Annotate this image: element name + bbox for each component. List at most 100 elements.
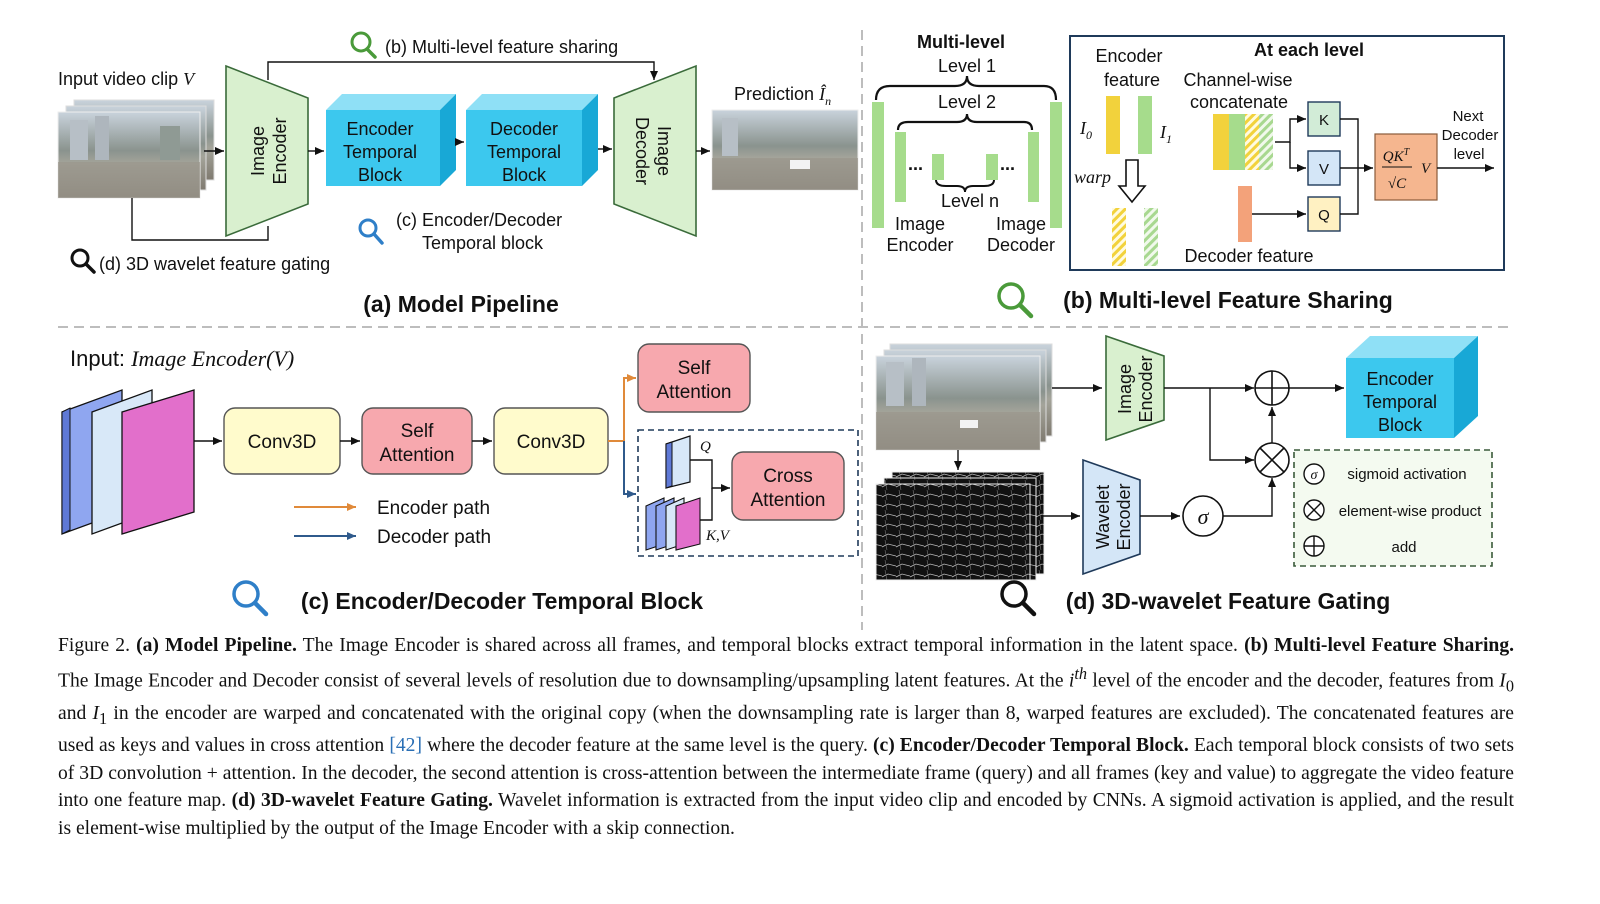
arrow-concat-to-k bbox=[1275, 115, 1306, 143]
next-decoder-label-2: Decoder bbox=[1442, 127, 1499, 144]
k-label: K bbox=[1319, 112, 1329, 129]
self-attention-label-2b: Attention bbox=[657, 382, 732, 403]
magnifier-icon bbox=[232, 580, 269, 617]
self-attention-label-1: Self bbox=[401, 421, 434, 442]
arrow-q-to-attn bbox=[1340, 168, 1359, 215]
kv-input-label: K,V bbox=[705, 528, 731, 544]
caption-i0: I bbox=[1499, 670, 1506, 692]
caption-d-text: Wavelet information is extracted from th… bbox=[58, 790, 1514, 839]
product-node bbox=[1254, 442, 1290, 478]
legend-sigmoid-label: sigmoid activation bbox=[1347, 466, 1466, 483]
panel-b-multilevel-sharing: Multi-level Level 1 Level 2 ... ... Leve… bbox=[872, 32, 1505, 319]
image-decoder-shape bbox=[613, 64, 697, 238]
level-n-label: Level n bbox=[941, 191, 999, 211]
cross-attention-box bbox=[731, 451, 845, 521]
b-image-decoder-label: Image bbox=[996, 214, 1046, 234]
feature-stack-input bbox=[61, 389, 195, 535]
panel-c-temporal-block: Input: Image Encoder(V) Conv3D Self Atte… bbox=[61, 343, 859, 617]
wavelet-encoder-label: WaveletEncoder bbox=[1093, 483, 1134, 550]
arrow-q-to-cross bbox=[690, 459, 730, 492]
warped-i0-bar bbox=[1112, 208, 1126, 266]
svg-text:Temporal: Temporal bbox=[487, 142, 561, 162]
caption-b-text-1: The Image Encoder and Decoder consist of… bbox=[58, 670, 1069, 692]
caption-i1: I bbox=[92, 702, 100, 724]
panel-c-title: (c) Encoder/Decoder Temporal Block bbox=[301, 588, 703, 614]
warp-arrow bbox=[1117, 159, 1147, 204]
q-label: Q bbox=[1318, 207, 1330, 224]
encoder-level-1-bar bbox=[872, 102, 884, 228]
svg-text:Block: Block bbox=[502, 165, 547, 185]
legend-encoder-path-label: Encoder path bbox=[377, 498, 490, 519]
panel-a-title: (a) Model Pipeline bbox=[363, 291, 559, 317]
decoder-level-2-bar bbox=[1028, 132, 1039, 202]
v-label: V bbox=[1319, 161, 1329, 178]
caption-b-title: (b) Multi-level Feature Sharing. bbox=[1244, 635, 1515, 656]
next-decoder-label: Next bbox=[1453, 108, 1485, 125]
caption-a-title: (a) Model Pipeline. bbox=[136, 635, 297, 656]
multilevel-title: Multi-level bbox=[917, 32, 1005, 52]
caption-b-text-2: level of the encoder and the decoder, fe… bbox=[1087, 670, 1500, 692]
legend-add-label: add bbox=[1391, 539, 1416, 556]
svg-text:Encoder: Encoder bbox=[346, 119, 413, 139]
level-n-brace bbox=[935, 179, 995, 193]
at-each-level-title: At each level bbox=[1254, 40, 1364, 60]
i1-feature-bar bbox=[1138, 96, 1152, 154]
k-box bbox=[1307, 101, 1341, 137]
legend-product-label: element-wise product bbox=[1339, 503, 1482, 520]
callout-multilevel-sharing: (b) Multi-level feature sharing bbox=[385, 37, 618, 57]
caption-ith: i bbox=[1068, 670, 1075, 692]
citation-link[interactable]: [42] bbox=[389, 735, 422, 757]
svg-text:Decoder: Decoder bbox=[490, 119, 558, 139]
caption-d-title: (d) 3D-wavelet Feature Gating. bbox=[231, 790, 493, 812]
panel-d-title: (d) 3D-wavelet Feature Gating bbox=[1066, 588, 1391, 614]
arrow-sigma-to-product bbox=[1223, 478, 1276, 517]
b-image-encoder-label: Image bbox=[895, 214, 945, 234]
prediction-label: Prediction În bbox=[734, 83, 831, 108]
svg-text:Block: Block bbox=[358, 165, 403, 185]
arrow-encoder-to-product bbox=[1209, 388, 1254, 464]
decoder-feature-bar bbox=[1238, 186, 1252, 242]
caption-i1-sub: 1 bbox=[99, 708, 108, 728]
self-attention-label-2: Self bbox=[678, 358, 711, 379]
encoder-feature-label: Encoder bbox=[1095, 46, 1162, 66]
level-2-label: Level 2 bbox=[938, 92, 996, 112]
caption-a-text: The Image Encoder is shared across all f… bbox=[296, 635, 1245, 656]
arrow-concat-to-v bbox=[1289, 142, 1306, 172]
legend-decoder-path-label: Decoder path bbox=[377, 527, 491, 548]
panel-d-wavelet-gating: ImageEncoder WaveletEncoder σ E bbox=[875, 334, 1493, 617]
sigma-label: σ bbox=[1198, 504, 1210, 529]
magnifier-icon bbox=[358, 218, 384, 245]
wavelet-encoder-shape bbox=[1082, 458, 1141, 576]
d-wavelet-frames bbox=[875, 471, 1045, 581]
cross-attention-label-b: Attention bbox=[751, 490, 826, 511]
cross-attention-label: Cross bbox=[763, 466, 813, 487]
callout-temporal-block: (c) Encoder/Decoder bbox=[396, 210, 562, 230]
level-2-brace bbox=[896, 113, 1034, 131]
svg-text:Block: Block bbox=[1378, 415, 1423, 435]
legend-sigma-icon bbox=[1303, 463, 1325, 485]
magnifier-icon bbox=[350, 31, 377, 59]
caption-figure-label: Figure 2. bbox=[58, 635, 130, 656]
caption-and: and bbox=[58, 702, 93, 724]
encoder-level-n-bar bbox=[932, 154, 944, 180]
i1-label: I1 bbox=[1159, 122, 1172, 146]
arrow-wavelet-gating bbox=[131, 198, 269, 241]
at-each-level-box bbox=[1069, 35, 1505, 271]
panel-c-input-label: Input: Image Encoder(V) bbox=[70, 346, 294, 371]
self-attention-box-2 bbox=[637, 343, 751, 413]
decoder-path-arrow bbox=[623, 441, 636, 498]
d-image-encoder-shape bbox=[1105, 334, 1165, 442]
attention-formula-num: QKT bbox=[1383, 147, 1411, 165]
q-box bbox=[1307, 196, 1341, 232]
caption-ith-sup: th bbox=[1074, 663, 1088, 683]
input-video-label: Input video clip V bbox=[58, 69, 196, 89]
decoder-level-n-bar bbox=[986, 154, 998, 180]
channel-wise-label-2: concatenate bbox=[1190, 92, 1288, 112]
warped-i1-bar bbox=[1144, 208, 1158, 266]
q-input-label: Q bbox=[700, 439, 711, 455]
legend-product-icon bbox=[1303, 499, 1325, 521]
image-encoder-shape bbox=[225, 64, 309, 238]
level-1-brace bbox=[874, 75, 1058, 101]
ellipsis-right: ... bbox=[1000, 154, 1015, 174]
